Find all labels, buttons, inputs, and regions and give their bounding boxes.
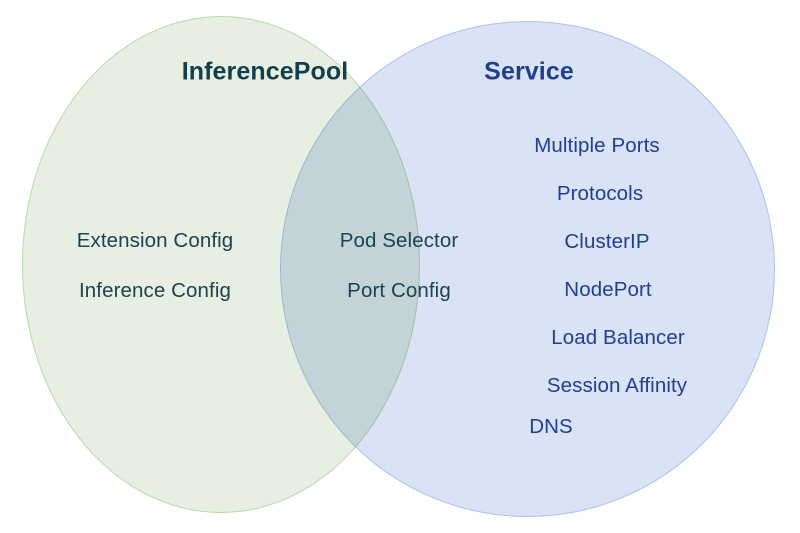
item-protocols: Protocols: [556, 181, 644, 205]
item-nodeport: NodePort: [564, 277, 652, 301]
item-port-config: Port Config: [347, 278, 451, 302]
item-inference-config: Inference Config: [78, 278, 232, 302]
item-extension-config: Extension Config: [76, 228, 234, 252]
item-multiple-ports: Multiple Ports: [534, 133, 660, 157]
item-load-balancer: Load Balancer: [551, 325, 685, 349]
circle-service: [280, 21, 775, 517]
title-inferencepool: InferencePool: [181, 57, 349, 86]
item-pod-selector: Pod Selector: [339, 228, 459, 252]
item-dns: DNS: [529, 414, 573, 438]
item-session-affinity: Session Affinity: [546, 373, 688, 397]
title-service: Service: [484, 57, 574, 86]
item-clusterip: ClusterIP: [564, 229, 650, 253]
